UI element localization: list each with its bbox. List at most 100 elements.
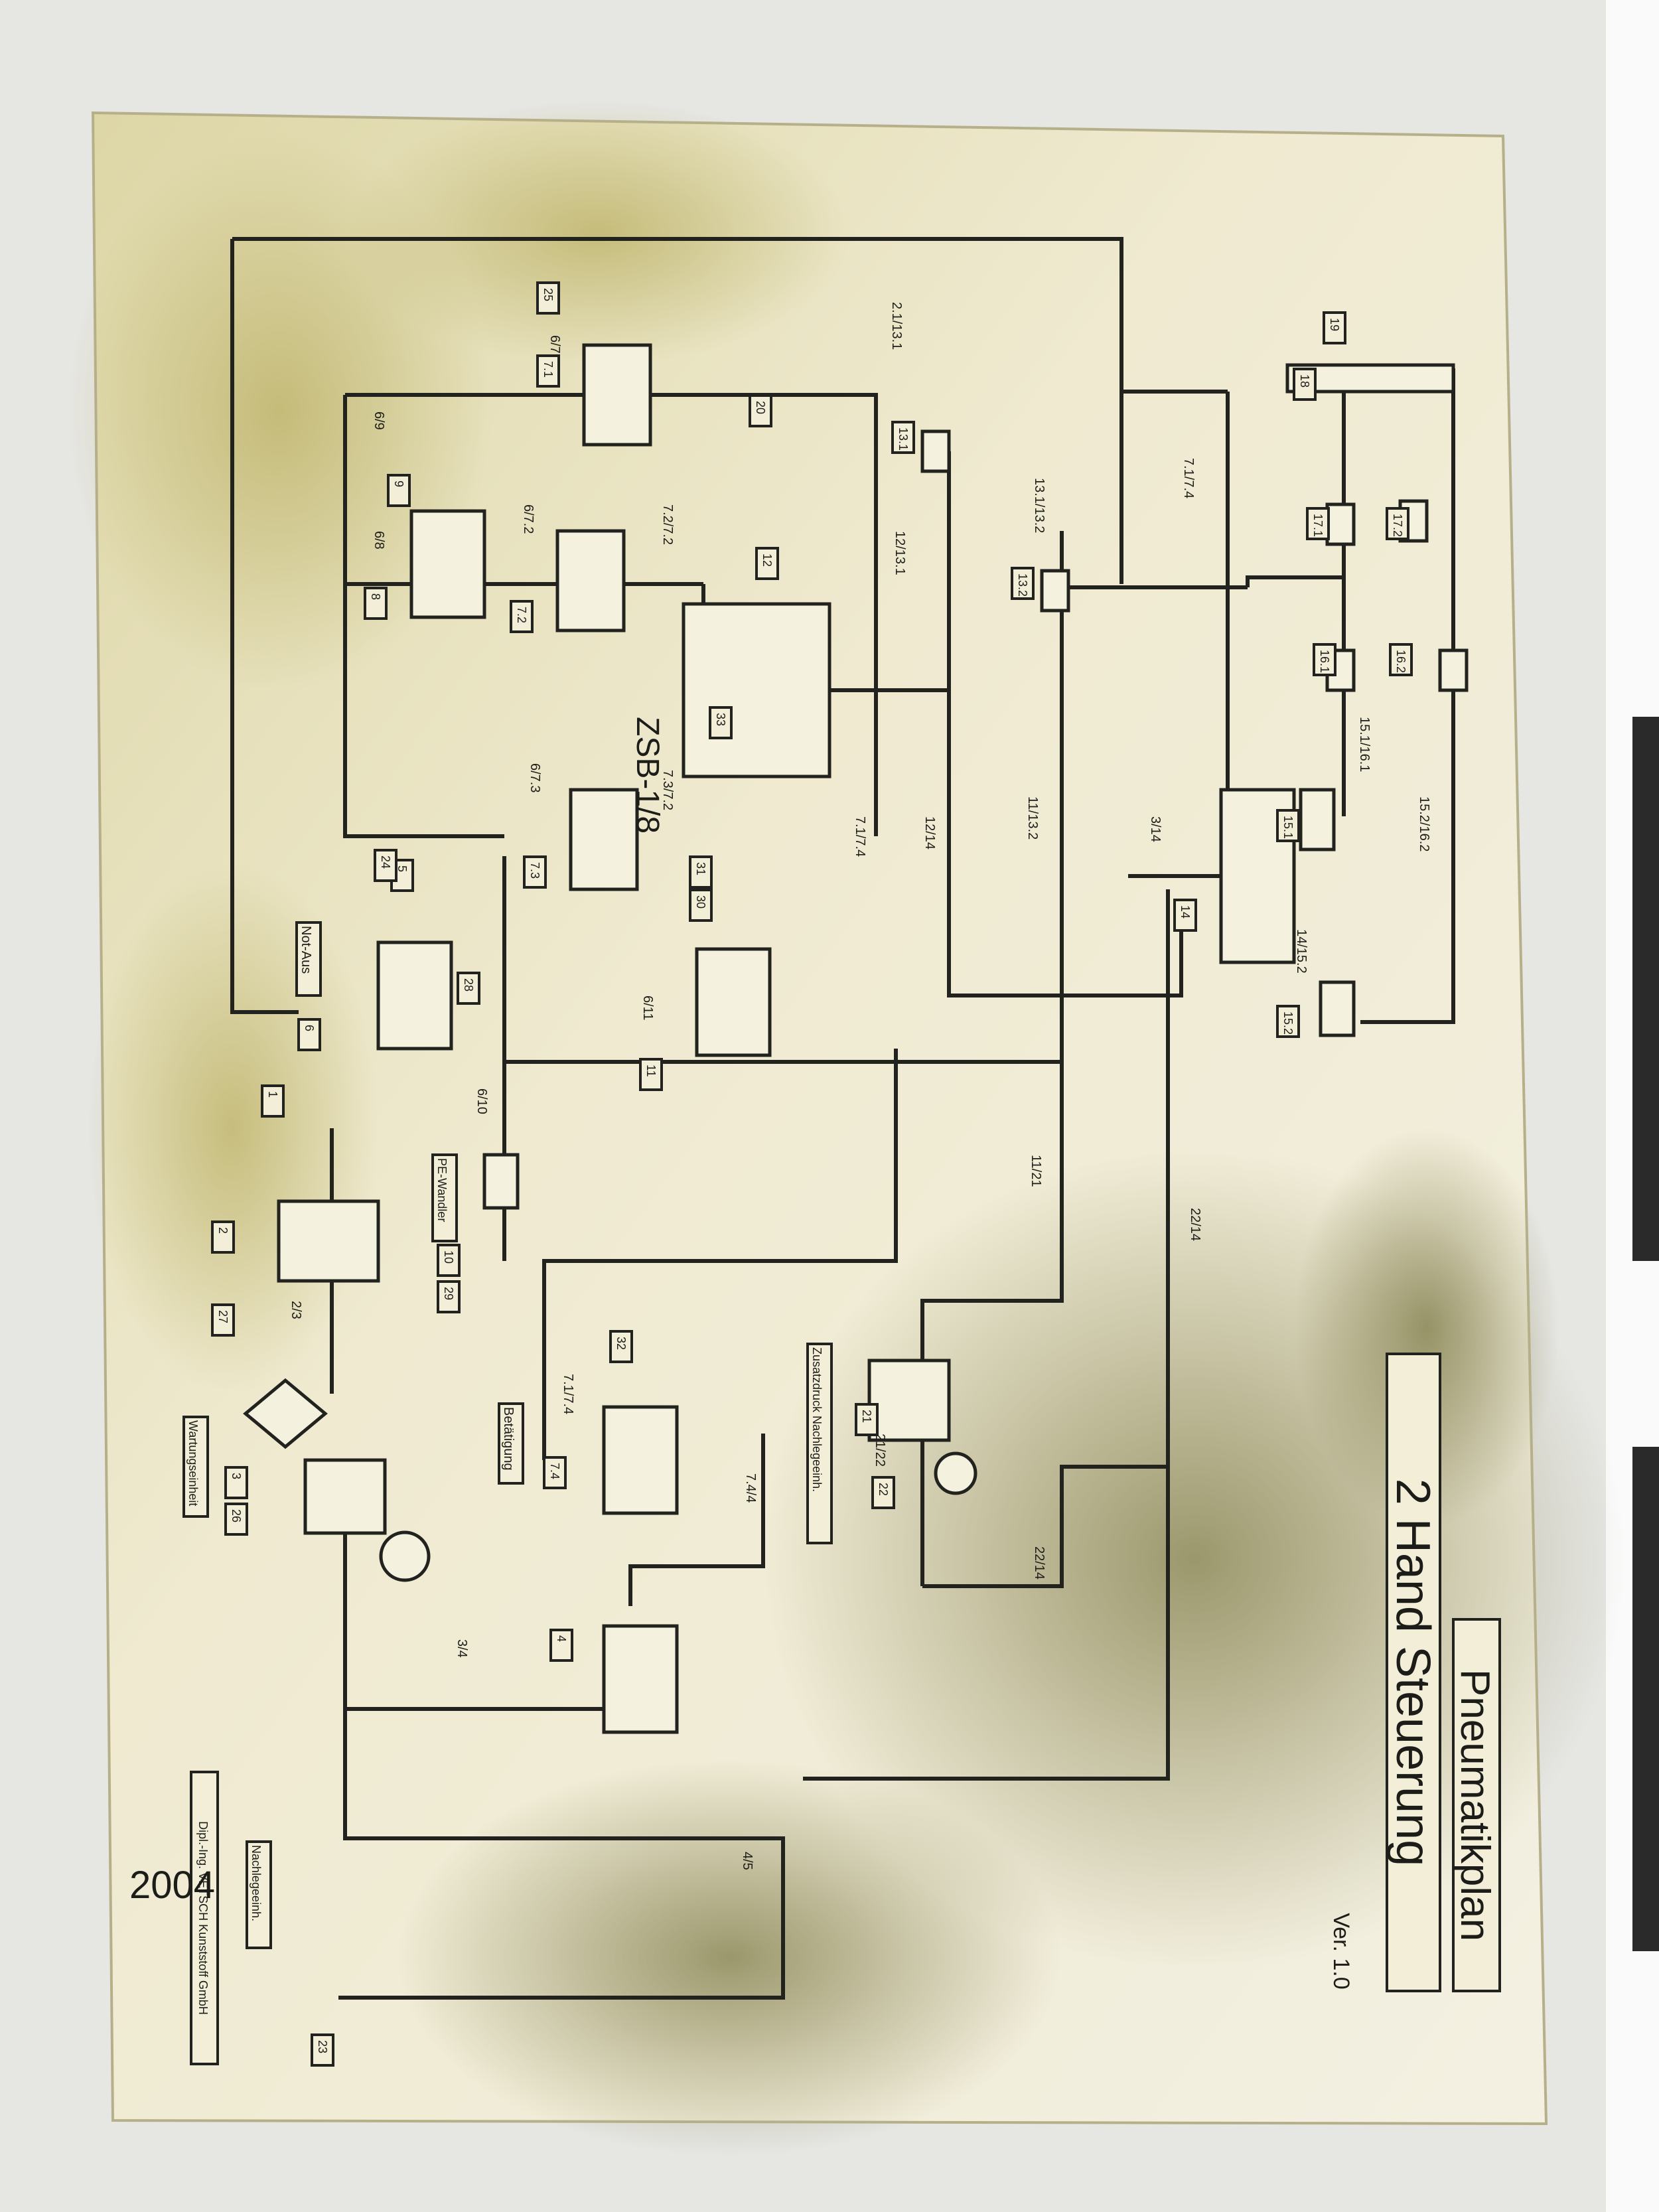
- line-label: 2/3: [289, 1301, 303, 1319]
- valve-8: [409, 509, 486, 619]
- title-block: Pneumatikplan 2 Hand Steuerung Ver. 1.0: [1329, 1353, 1501, 1992]
- tag: 5: [396, 865, 409, 872]
- component-labels: ZSB-1/8 Not-Aus Betätigung Wartungseinhe…: [182, 717, 833, 1949]
- valve-7-2: [555, 529, 626, 632]
- diagram-title: Pneumatikplan: [1452, 1669, 1498, 1941]
- line-label: 3/4: [455, 1639, 469, 1658]
- tag: 33: [714, 713, 727, 726]
- or-valve-13-2: [1040, 569, 1070, 613]
- line-label: 7.1/7.4: [1181, 458, 1196, 498]
- line-label: 7.1/7.4: [561, 1374, 575, 1414]
- tag: 8: [369, 593, 382, 600]
- tag: 26: [230, 1509, 243, 1522]
- tag: 13.2: [1016, 573, 1029, 597]
- line-label: 22/14: [1032, 1546, 1046, 1580]
- valve-2: [277, 1199, 380, 1283]
- pressure-valve-21: [867, 1359, 951, 1442]
- diagram-subtitle: 2 Hand Steuerung: [1386, 1479, 1439, 1866]
- pneumatic-lines: [230, 237, 1455, 2000]
- tag: 25: [541, 288, 555, 301]
- valve-7-1: [582, 343, 652, 447]
- sensor-17-1: [1325, 502, 1356, 546]
- tag: 12: [760, 553, 774, 567]
- valve-11: [695, 947, 772, 1057]
- version-label: Ver. 1.0: [1329, 1913, 1354, 1989]
- footer-company: Dipl.-Ing. VETSCH Kunststoff GmbH: [196, 1821, 210, 2015]
- tag: 7.2: [515, 607, 528, 623]
- zsb-label: ZSB-1/8: [630, 717, 665, 834]
- line-label: 6/8: [372, 531, 386, 550]
- valve-7-3: [569, 788, 639, 891]
- tag: 22: [877, 1483, 890, 1496]
- not-aus-label: Not-Aus: [299, 926, 313, 974]
- line-label: 14/15.2: [1294, 929, 1309, 974]
- gauge-2: [934, 1451, 977, 1495]
- line-label: 3/14: [1148, 816, 1163, 842]
- sensor-16-2: [1438, 648, 1469, 692]
- tag: 15.2: [1281, 1011, 1295, 1035]
- footer-text: Dipl.-Ing. VETSCH Kunststoff GmbH: [190, 1771, 219, 2065]
- tag: 10: [442, 1250, 455, 1264]
- zusatzdruck-label: Zusatzdruck Nachlegeeinh.: [810, 1347, 824, 1492]
- tag: 7.4: [548, 1463, 561, 1479]
- line-label: 7.4/4: [743, 1473, 758, 1503]
- tag: 14: [1179, 905, 1192, 919]
- nachlegeeinheit-label: Nachlegeeinh.: [250, 1845, 263, 1921]
- valve-7-4: [602, 1405, 679, 1515]
- regulator-symbol: [303, 1458, 387, 1535]
- tag: 6: [303, 1025, 316, 1031]
- line-label: 15.2/16.2: [1417, 796, 1431, 851]
- pe-converter: [482, 1153, 520, 1210]
- tag: 2: [216, 1227, 230, 1234]
- year-mark: 2004: [129, 1864, 215, 1907]
- tag: 24: [379, 855, 392, 869]
- line-label: 21/22: [873, 1434, 887, 1467]
- line-label: 6/9: [372, 411, 386, 430]
- tag: 16.2: [1394, 650, 1407, 673]
- tag: 23: [316, 2040, 329, 2053]
- tag: 31: [694, 862, 707, 875]
- title-frame: [1452, 1618, 1501, 1992]
- tag: 18: [1298, 374, 1311, 388]
- line-label: 7.1/7.4: [853, 816, 867, 857]
- tag: 4: [555, 1635, 568, 1642]
- tag: 9: [392, 480, 405, 487]
- tag: 11: [644, 1065, 658, 1077]
- line-label: 12/14: [922, 816, 937, 849]
- wartungseinheit-label: Wartungseinheit: [186, 1420, 200, 1506]
- tag: 27: [216, 1310, 230, 1323]
- line-label: 11/13.2: [1025, 796, 1040, 840]
- subtitle-frame: [1386, 1353, 1441, 1992]
- tag: 7.1: [541, 361, 555, 378]
- gauge-1: [379, 1530, 431, 1582]
- tag: 16.1: [1318, 650, 1331, 673]
- line-label: 12/13.1: [893, 531, 907, 575]
- tag: 17.2: [1391, 514, 1404, 537]
- filter-symbol: [243, 1378, 328, 1449]
- line-label: 6/11: [640, 995, 655, 1020]
- line-label: 2.1/13.1: [889, 302, 904, 350]
- line-label: 15.1/16.1: [1357, 717, 1372, 772]
- sensor-15-1: [1299, 788, 1336, 851]
- valve-4: [602, 1624, 679, 1734]
- line-labels: 2.1/13.1 13.1/13.2 7.1/7.4 7.2/7.2 12/13…: [289, 302, 1431, 1870]
- tag: 3: [230, 1473, 243, 1479]
- tag: 13.1: [897, 427, 910, 451]
- line-label: 6/10: [474, 1088, 489, 1114]
- valve-symbols: [243, 343, 1469, 1734]
- line-label: 13.1/13.2: [1032, 478, 1046, 533]
- tag: 32: [614, 1337, 628, 1350]
- tag: 19: [1328, 318, 1341, 331]
- line-label: 11/21: [1029, 1155, 1043, 1187]
- line-label: 7.3/7.2: [660, 770, 675, 810]
- tag: 30: [694, 895, 707, 909]
- tag: 17.1: [1311, 514, 1325, 537]
- line-label: 6/7.3: [528, 763, 542, 792]
- zsb-block: [682, 602, 831, 778]
- tag: 21: [860, 1410, 873, 1423]
- tag: 20: [754, 401, 767, 414]
- component-tags: 18 19 17.1 17.2 16.1 16.2 15.1 15.2 14 1…: [211, 281, 1413, 2067]
- valve-5: [376, 940, 453, 1051]
- tag: 1: [266, 1091, 279, 1098]
